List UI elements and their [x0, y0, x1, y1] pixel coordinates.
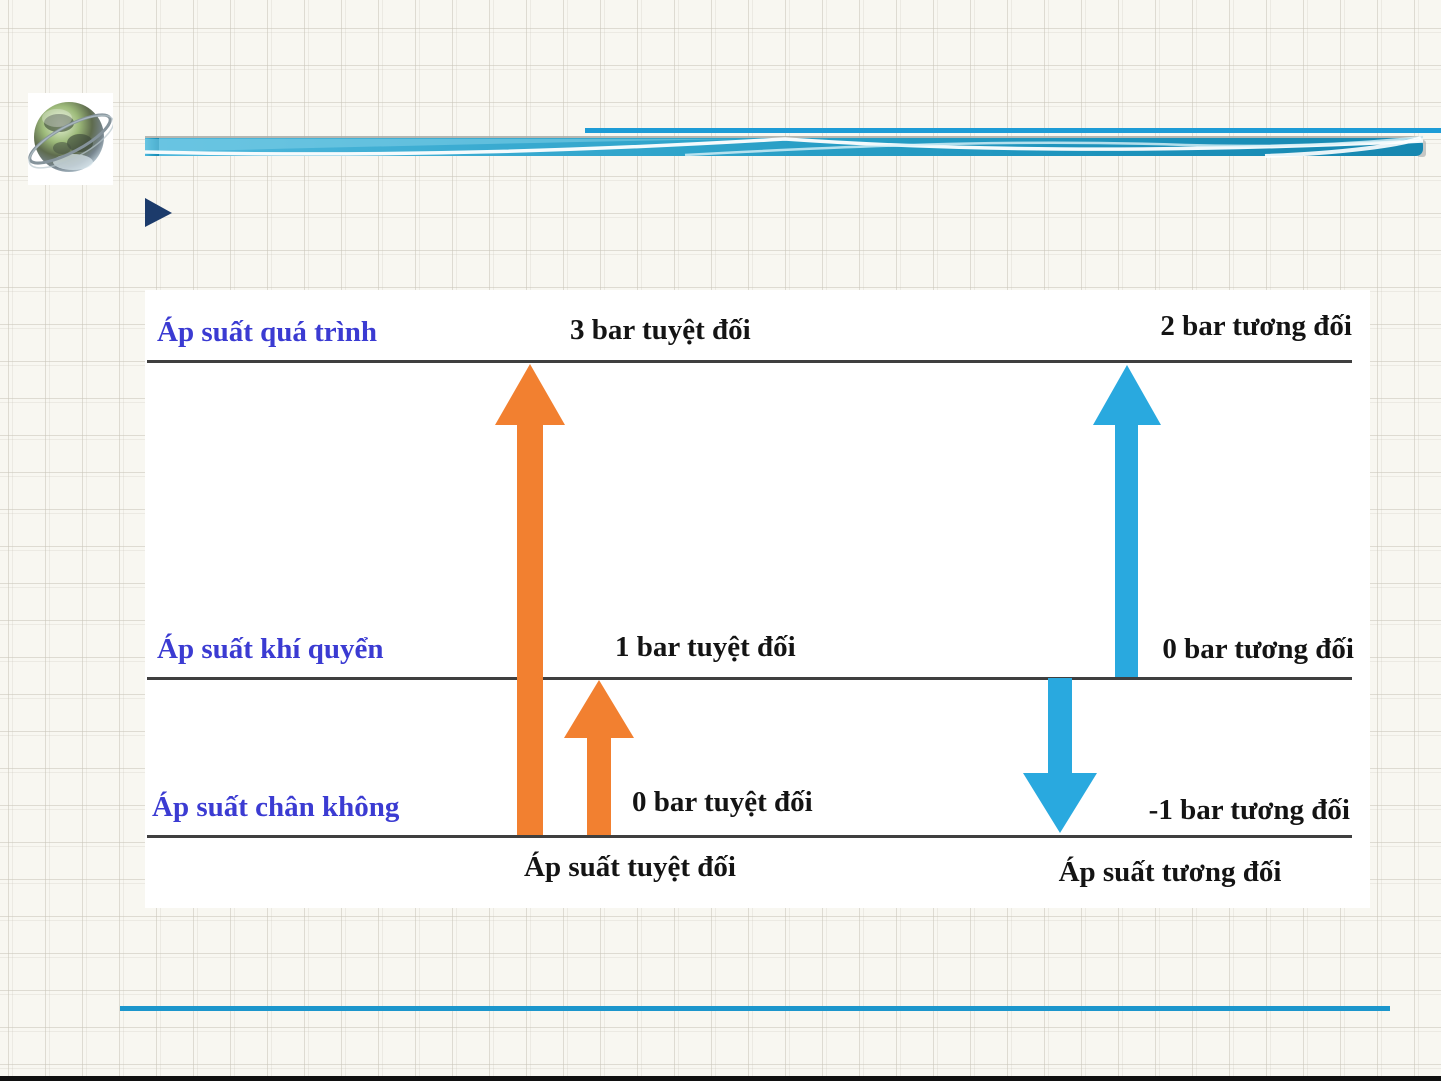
globe-logo-box: [28, 93, 115, 185]
absolute-value-process: 3 bar tuyệt đối: [570, 314, 751, 346]
process-pressure-line: [147, 360, 1352, 363]
caption-absolute-pressure: Áp suất tuyệt đối: [524, 851, 736, 883]
absolute-pressure-arrow-large: [495, 364, 565, 835]
relative-value-process: 2 bar tương đối: [1160, 310, 1352, 342]
absolute-value-atmosphere: 1 bar tuyệt đối: [615, 631, 796, 663]
vacuum-pressure-line: [147, 835, 1352, 838]
window-bottom-edge: [0, 1076, 1441, 1081]
footer-accent-line: [120, 1006, 1390, 1011]
relative-value-atmosphere: 0 bar tương đối: [1162, 633, 1354, 665]
level-label-process: Áp suất quá trình: [157, 316, 377, 348]
header-accent-line: [585, 128, 1441, 133]
absolute-value-vacuum: 0 bar tuyệt đối: [632, 786, 813, 818]
level-label-vacuum: Áp suất chân không: [152, 791, 400, 823]
relative-pressure-arrow-down: [1023, 678, 1097, 833]
atmospheric-pressure-line: [147, 677, 1352, 680]
absolute-pressure-arrow-small: [564, 680, 634, 835]
caption-relative-pressure: Áp suất tương đối: [1058, 856, 1282, 888]
relative-value-vacuum: -1 bar tương đối: [1148, 794, 1350, 826]
pressure-diagram-panel: Áp suất quá trình 3 bar tuyệt đối 2 bar …: [145, 290, 1370, 908]
level-label-atmosphere: Áp suất khí quyển: [157, 633, 384, 665]
globe-icon: [28, 102, 115, 172]
pressure-arrows: [495, 364, 1161, 835]
header-swoosh-band: [145, 135, 1426, 158]
relative-pressure-arrow-up: [1093, 365, 1161, 677]
right-triangle-icon: [145, 198, 172, 227]
